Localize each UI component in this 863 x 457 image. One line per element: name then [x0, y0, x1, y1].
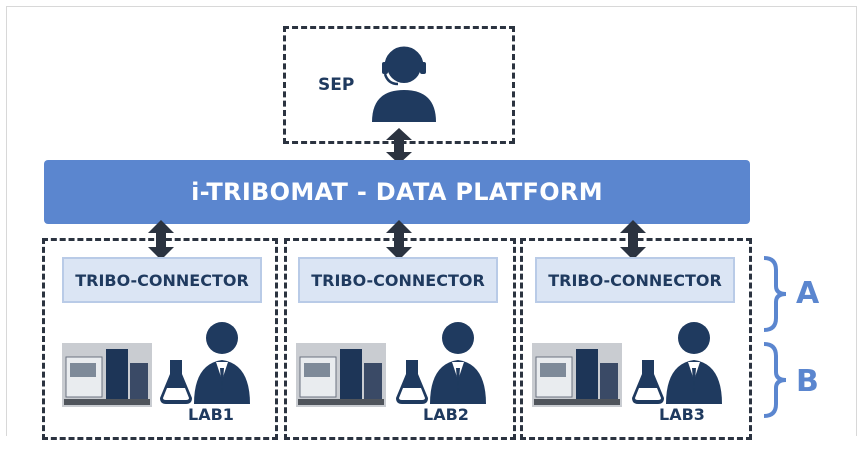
tribometer-equipment-image — [62, 343, 152, 407]
lab3-box — [520, 238, 752, 440]
flask-icon — [396, 360, 428, 404]
double-arrow-icon — [386, 128, 412, 164]
tribo-connector-lab2: TRIBO-CONNECTOR — [298, 257, 498, 303]
scientist-icon — [632, 322, 722, 404]
sep-label: SEP — [318, 75, 355, 95]
lab1-box — [42, 238, 278, 440]
tribo-connector-lab3: TRIBO-CONNECTOR — [535, 257, 735, 303]
lab1-label: LAB1 — [188, 405, 234, 424]
flask-icon — [632, 360, 664, 404]
scientist-icon — [396, 322, 486, 404]
data-platform-bar: i-TRIBOMAT - DATA PLATFORM — [44, 160, 750, 224]
flask-icon — [160, 360, 192, 404]
tribo-connector-lab1: TRIBO-CONNECTOR — [62, 257, 262, 303]
lab3-label: LAB3 — [659, 405, 705, 424]
tribometer-equipment-image — [296, 343, 386, 407]
brace-label-b: B — [796, 364, 819, 399]
brace-label-a: A — [796, 276, 820, 311]
tribometer-equipment-image — [532, 343, 622, 407]
lab2-label: LAB2 — [423, 405, 469, 424]
figure-frame — [6, 6, 857, 436]
brace-b — [763, 342, 787, 418]
brace-a — [763, 256, 787, 332]
scientist-icon — [160, 322, 250, 404]
headset-person-icon — [372, 46, 436, 122]
lab2-box — [284, 238, 516, 440]
